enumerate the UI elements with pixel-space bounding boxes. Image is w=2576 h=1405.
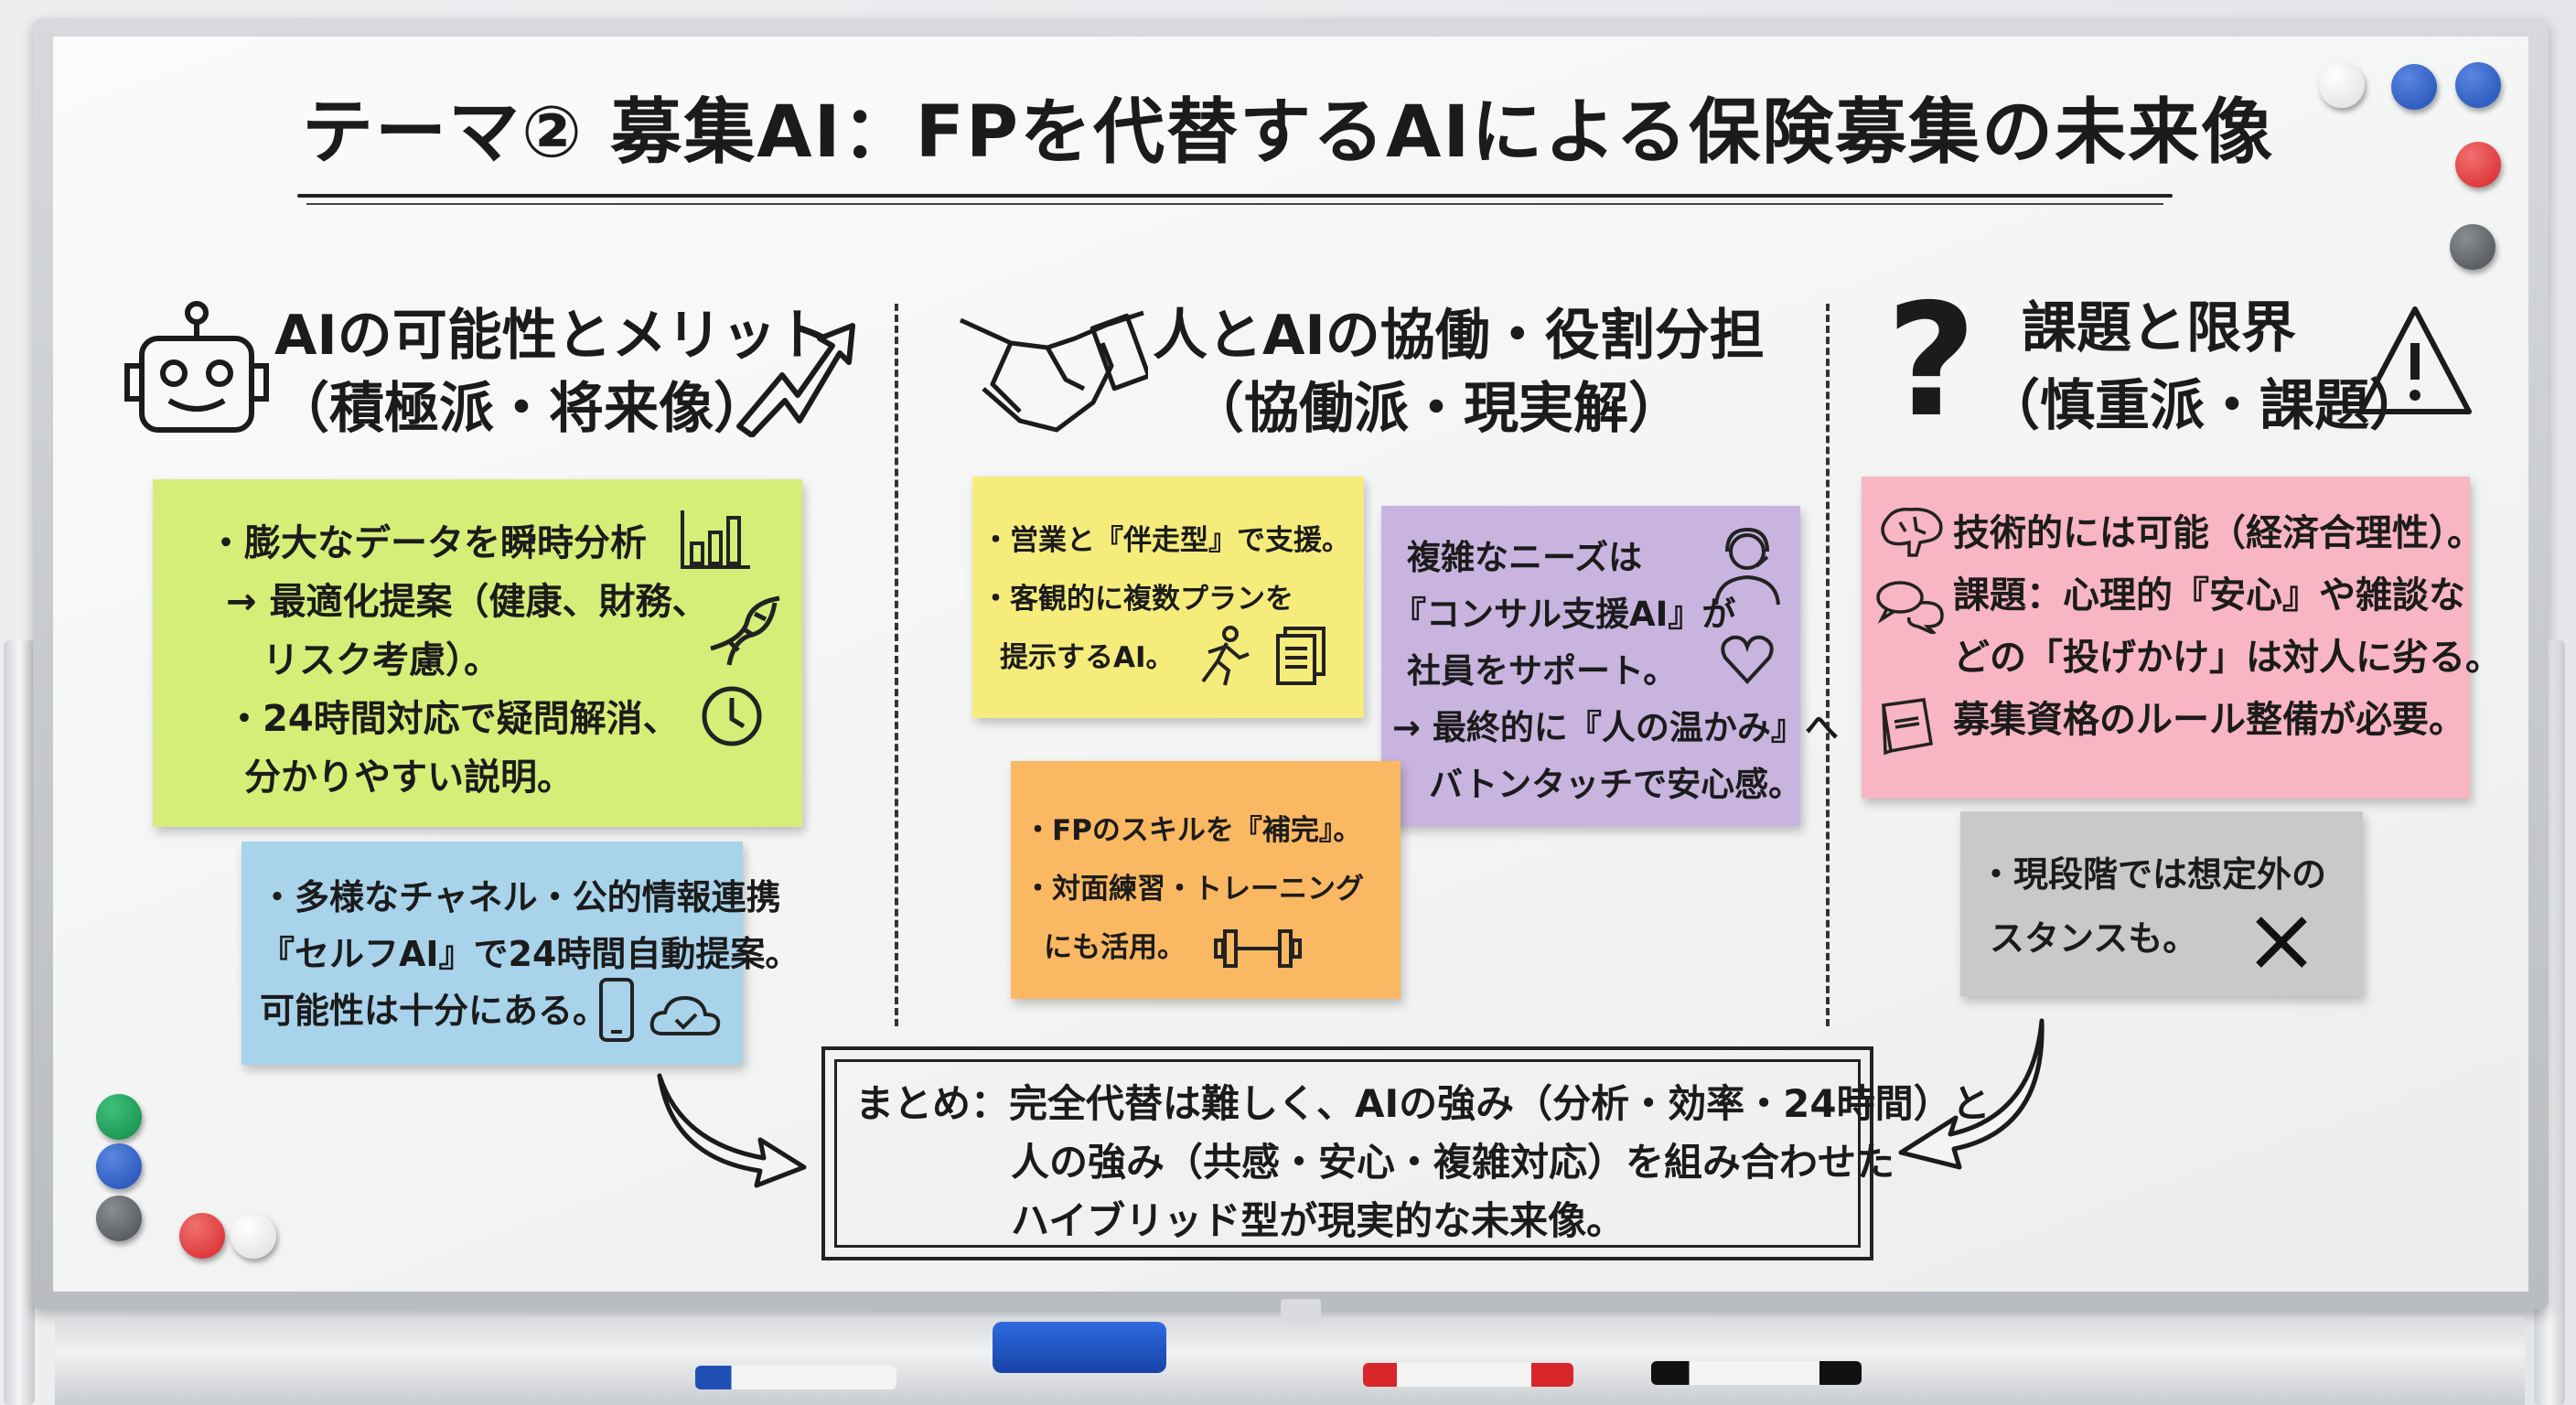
curved-arrow-icon — [657, 1073, 807, 1188]
note-line: 『コンサル支援AI』が — [1392, 595, 1736, 634]
speech-bubbles-icon — [1876, 581, 1944, 634]
handshake-icon — [959, 310, 1148, 433]
magnet-gray[interactable] — [2450, 224, 2496, 270]
heart-icon — [1721, 635, 1774, 684]
note-line: どの「投げかけ」は対人に劣る。 — [1953, 637, 2502, 679]
magnet-red[interactable] — [179, 1213, 225, 1259]
robot-icon — [124, 301, 269, 433]
column-divider — [895, 304, 898, 1026]
magnet-green[interactable] — [96, 1094, 142, 1140]
bar-chart-icon — [681, 510, 750, 569]
column-subheading-challenges: （慎重派・課題） — [1985, 374, 2424, 438]
dna-icon — [710, 595, 780, 666]
smartphone-icon — [599, 978, 634, 1042]
summary-line: 人の強み（共感・安心・複雑対応）を組み合わせた — [1011, 1140, 1895, 1185]
note-line: ・客観的に複数プランを — [982, 583, 1293, 616]
summary-line: まとめ：完全代替は難しく、AIの強み（分析・効率・24時間）と — [855, 1081, 1991, 1126]
curved-arrow-icon — [1898, 1018, 2045, 1170]
note-line: にも活用。 — [1044, 931, 1186, 964]
column-subheading-collaboration: （協働派・現実解） — [1189, 377, 1683, 441]
note-line: ・FPのスキルを『補完』。 — [1024, 814, 1362, 847]
magnet-white[interactable] — [2319, 62, 2365, 108]
column-divider — [1826, 304, 1830, 1026]
cross-icon — [2256, 917, 2307, 968]
runner-icon — [1201, 626, 1250, 686]
note-line: ・24時間対応で疑問解消、 — [226, 698, 680, 740]
note-line: 社員をサポート。 — [1407, 651, 1678, 691]
board-stand-left — [4, 640, 35, 1405]
sticky-note-purple: 複雑なニーズは 『コンサル支援AI』が 社員をサポート。 → 最終的に『人の温か… — [1381, 506, 1839, 826]
magnet-white[interactable] — [231, 1213, 276, 1259]
eraser[interactable] — [993, 1322, 1166, 1373]
sticky-note-orange: ・FPのスキルを『補完』。 ・対面練習・トレーニング にも活用。 — [1011, 761, 1401, 999]
brain-icon — [1881, 507, 1943, 557]
trend-arrow-icon — [736, 323, 855, 437]
sticky-note-blue: ・多様なチャネル・公的情報連携 『セルフAI』で24時間自動提案。 可能性は十分… — [242, 842, 800, 1065]
note-line: ・対面練習・トレーニング — [1024, 873, 1364, 906]
note-line: 分かりやすい説明。 — [244, 756, 574, 799]
black-marker[interactable] — [1651, 1361, 1862, 1385]
summary-box: まとめ：完全代替は難しく、AIの強み（分析・効率・24時間）と 人の強み（共感・… — [821, 1046, 1991, 1260]
column-subheading-merits: （積極派・将来像） — [274, 377, 768, 441]
question-mark-icon: ? — [1886, 271, 1977, 452]
clock-icon — [702, 686, 762, 746]
note-line: 複雑なニーズは — [1407, 538, 1643, 577]
note-line: 『セルフAI』で24時間自動提案。 — [260, 934, 800, 974]
note-line: 課題：心理的『安心』や雑談な — [1953, 574, 2465, 617]
note-line: バトンタッチで安心感。 — [1429, 765, 1803, 804]
note-line: 募集資格のルール整備が必要。 — [1953, 699, 2465, 741]
sticky-note-yellow: ・営業と『伴走型』で支援。 ・客観的に複数プランを 提示するAI。 — [972, 477, 1364, 718]
note-line: スタンスも。 — [1990, 918, 2198, 959]
summary-line: ハイブリッド型が現実的な未来像。 — [1011, 1198, 1626, 1243]
column-heading-collaboration: 人とAIの協働・役割分担 — [1153, 304, 1765, 368]
note-line: → 最適化提案（健康、財務、 — [226, 581, 709, 623]
tray-clip — [1281, 1299, 1321, 1323]
sticky-note-green: ・膨大なデータを瞬時分析 → 最適化提案（健康、財務、 リスク考慮）。 ・24時… — [153, 479, 802, 827]
note-line: リスク考慮）。 — [263, 639, 500, 681]
column-heading-merits: AIの可能性とメリット — [274, 304, 832, 368]
note-line: ・多様なチャネル・公的情報連携 — [260, 877, 781, 917]
magnet-blue[interactable] — [96, 1143, 142, 1189]
magnet-red[interactable] — [2455, 142, 2501, 188]
note-line: 提示するAI。 — [1000, 641, 1175, 674]
sticky-note-pink: 技術的には可能（経済合理性）。 課題：心理的『安心』や雑談な どの「投げかけ」は… — [1862, 477, 2502, 799]
warning-icon — [2358, 306, 2472, 414]
note-line: ・営業と『伴走型』で支援。 — [982, 524, 1350, 557]
column-heading-challenges: 課題と限界 — [2022, 296, 2296, 360]
summary-text: まとめ：完全代替は難しく、AIの強み（分析・効率・24時間）と 人の強み（共感・… — [834, 1059, 1991, 1248]
blue-marker[interactable] — [695, 1366, 896, 1389]
book-icon — [1881, 698, 1934, 756]
note-line: ・現段階では想定外の — [1979, 854, 2327, 895]
dumbbell-icon — [1214, 929, 1302, 968]
title-underline-2 — [306, 203, 2163, 205]
sticky-note-gray: ・現段階では想定外の スタンスも。 — [1960, 811, 2363, 996]
title-underline — [297, 194, 2173, 198]
note-line: → 最終的に『人の温かみ』へ — [1392, 708, 1839, 747]
note-line: 技術的には可能（経済合理性）。 — [1953, 512, 2484, 554]
headset-person-icon — [1714, 527, 1780, 606]
magnet-gray[interactable] — [96, 1196, 142, 1241]
board-title: テーマ② 募集AI：FPを代替するAIによる保険募集の未来像 — [302, 91, 2275, 174]
red-marker[interactable] — [1363, 1363, 1573, 1387]
note-line: 可能性は十分にある。 — [260, 991, 608, 1031]
magnet-blue[interactable] — [2391, 64, 2437, 110]
marker-tray — [55, 1317, 2525, 1405]
cloud-check-icon — [649, 995, 721, 1036]
documents-icon — [1276, 627, 1326, 685]
magnet-blue[interactable] — [2455, 62, 2501, 108]
note-line: ・膨大なデータを瞬時分析 — [208, 522, 647, 564]
